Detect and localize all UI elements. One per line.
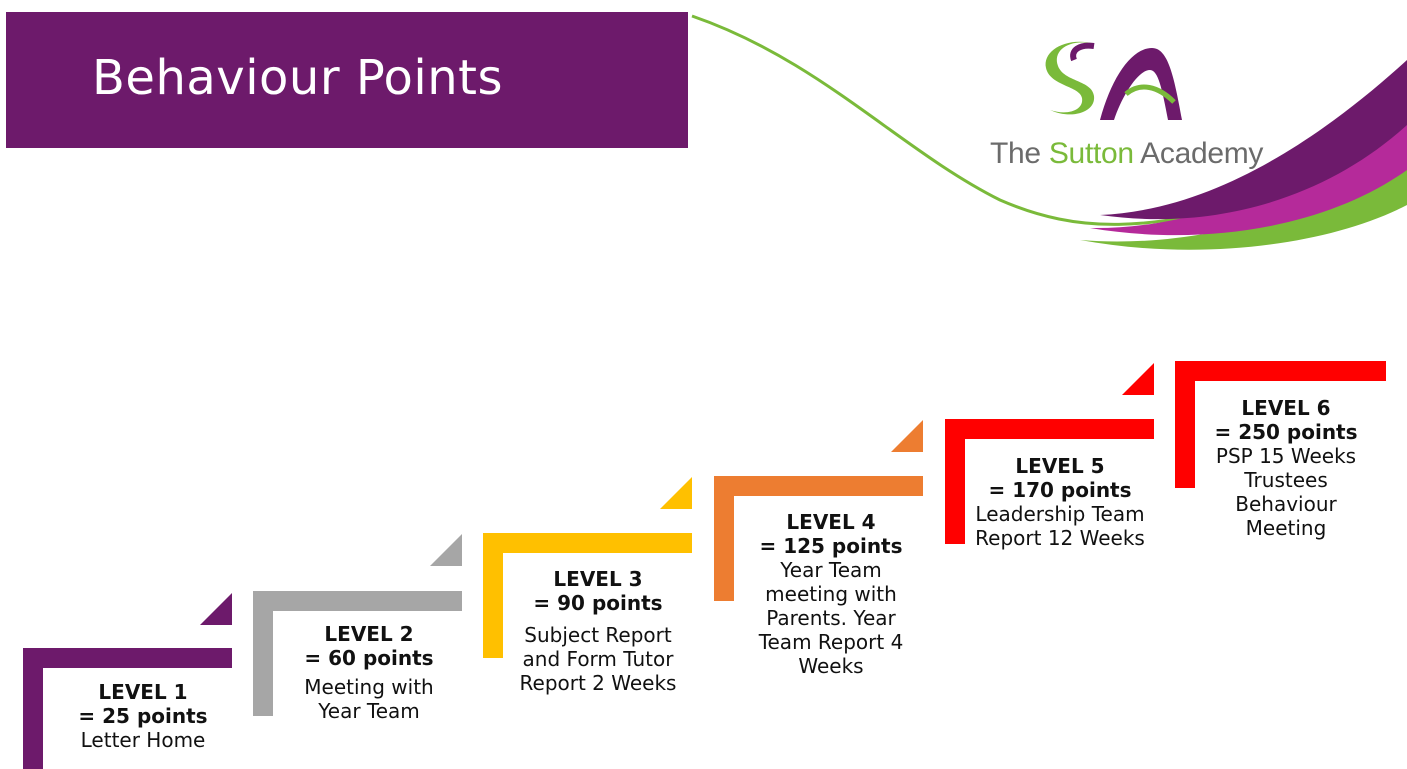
level-6-label: LEVEL 6 — [1241, 396, 1331, 420]
level-3-points: = 90 points — [533, 591, 663, 615]
level-3-text: LEVEL 3 = 90 points Subject Report and F… — [508, 567, 688, 695]
level-5-description: Leadership Team Report 12 Weeks — [975, 502, 1145, 550]
level-1-description: Letter Home — [80, 728, 206, 752]
page-title: Behaviour Points — [92, 50, 504, 106]
level-4-points: = 125 points — [759, 534, 903, 558]
level-1-text: LEVEL 1 = 25 points Letter Home — [58, 680, 228, 752]
level-5-label: LEVEL 5 — [1015, 454, 1105, 478]
step-level-4 — [714, 420, 923, 601]
level-1-label: LEVEL 1 — [98, 680, 188, 704]
level-3-label: LEVEL 3 — [553, 567, 643, 591]
level-4-description: Year Team meeting with Parents. Year Tea… — [758, 558, 904, 678]
level-3-description: Subject Report and Form Tutor Report 2 W… — [519, 623, 677, 695]
level-5-points: = 170 points — [988, 478, 1132, 502]
academy-name-highlight: Sutton — [1048, 137, 1134, 170]
level-2-description: Meeting with Year Team — [304, 675, 434, 723]
academy-name-prefix: The — [990, 137, 1049, 170]
level-5-text: LEVEL 5 = 170 points Leadership Team Rep… — [970, 454, 1150, 550]
step-level-5 — [945, 363, 1154, 544]
level-6-text: LEVEL 6 = 250 points PSP 15 Weeks Truste… — [1206, 396, 1366, 540]
step-level-2 — [253, 534, 462, 716]
step-level-1 — [23, 593, 232, 769]
academy-name: The Sutton Academy — [990, 137, 1263, 171]
step-level-6 — [1175, 361, 1386, 488]
level-4-text: LEVEL 4 = 125 points Year Team meeting w… — [748, 510, 914, 678]
level-1-points: = 25 points — [78, 704, 208, 728]
level-6-points: = 250 points — [1214, 420, 1358, 444]
level-2-label: LEVEL 2 — [324, 622, 414, 646]
level-2-text: LEVEL 2 = 60 points Meeting with Year Te… — [286, 622, 452, 723]
academy-name-suffix: Academy — [1133, 137, 1264, 170]
level-4-label: LEVEL 4 — [786, 510, 876, 534]
level-2-points: = 60 points — [304, 646, 434, 670]
level-6-description: PSP 15 Weeks Trustees Behaviour Meeting — [1215, 444, 1357, 540]
step-level-3 — [483, 477, 692, 658]
title-banner — [6, 12, 688, 148]
academy-logo — [1045, 41, 1182, 120]
